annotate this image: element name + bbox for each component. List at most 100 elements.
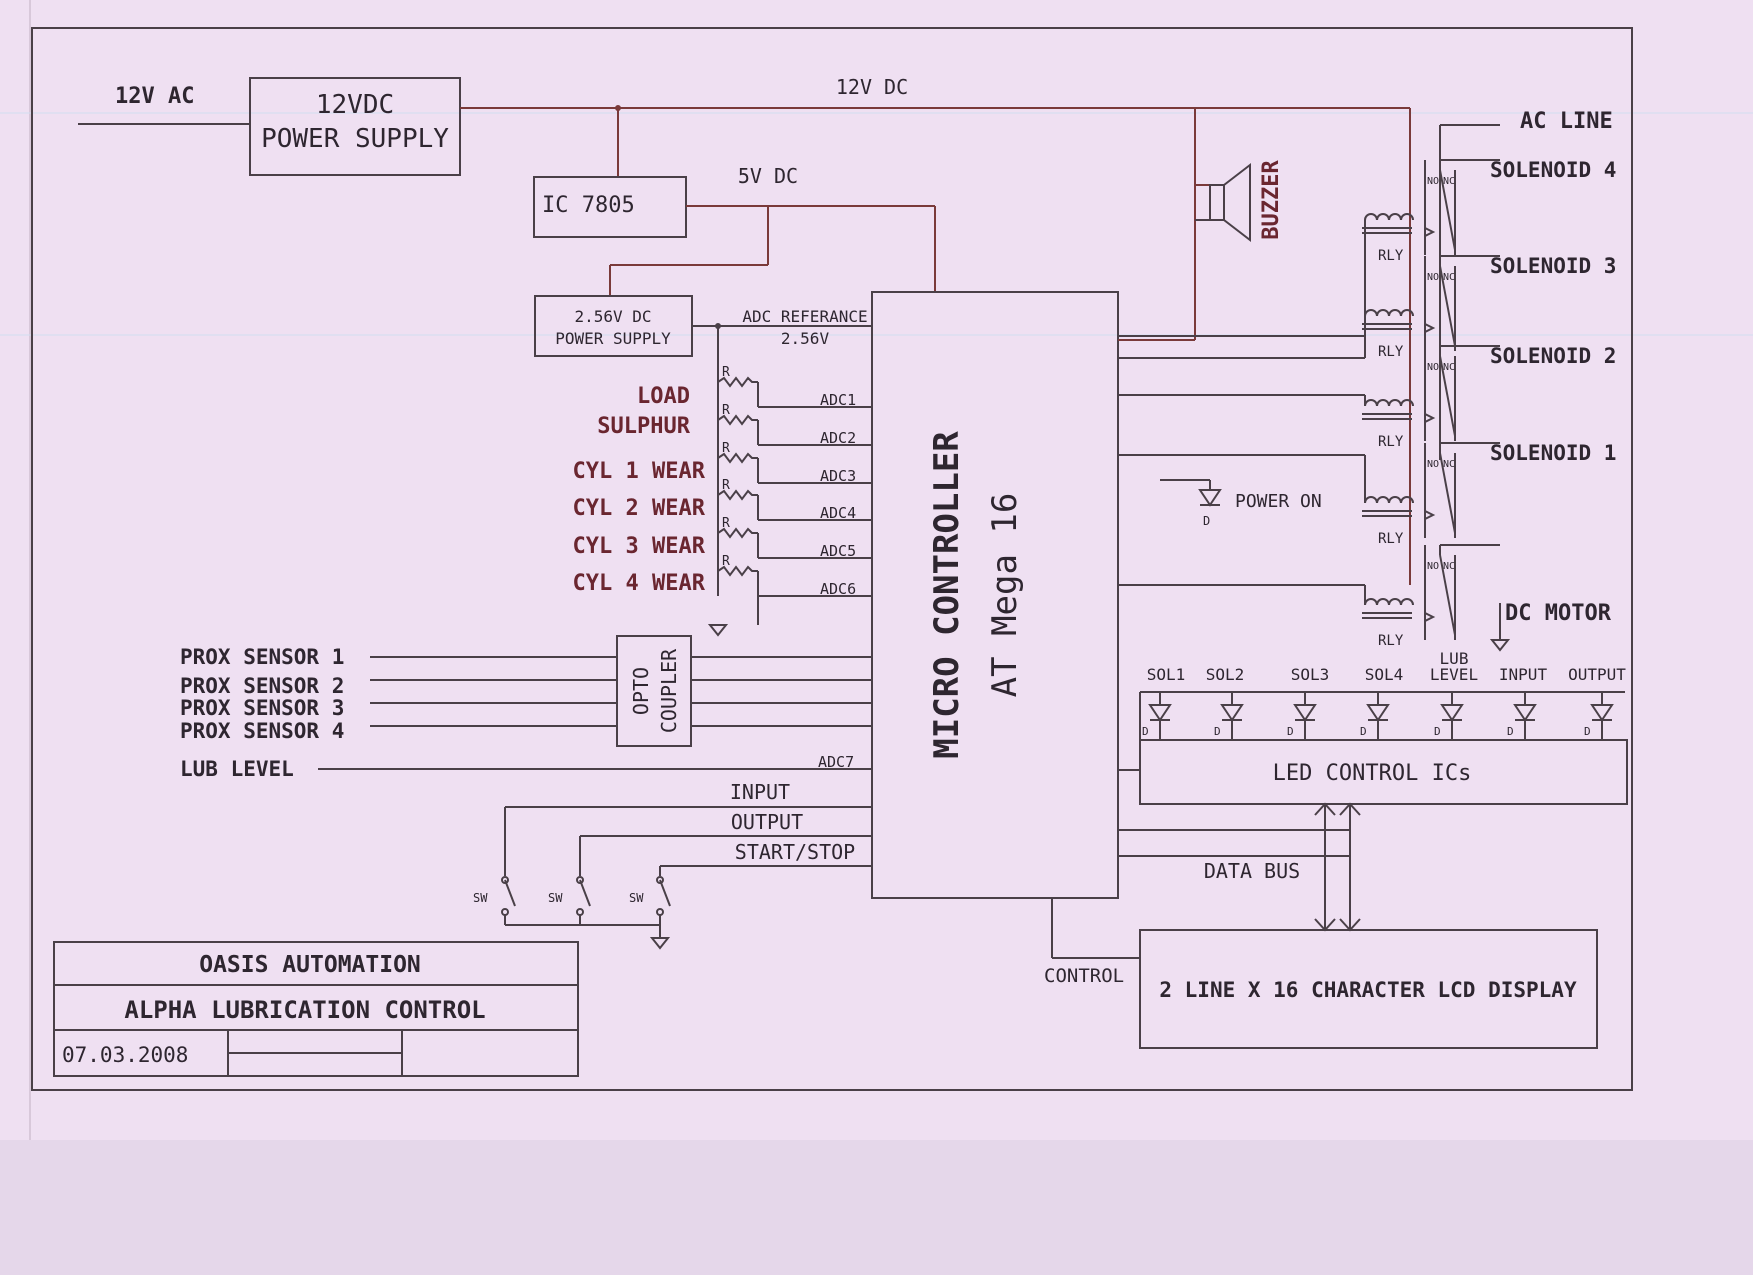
analog-label-5: CYL 3 WEAR [573, 534, 706, 559]
buzzer-label: BUZZER [1259, 160, 1284, 240]
led-label: SOL4 [1365, 665, 1404, 684]
contact-no-label: NO [1427, 561, 1439, 572]
adc6-label: ADC6 [820, 580, 856, 598]
relay-label: RLY [1378, 248, 1404, 264]
adc3-label: ADC3 [820, 467, 856, 485]
output-switch-label: OUTPUT [731, 810, 803, 834]
input-switch-label: INPUT [730, 780, 790, 804]
adc-ref-label1: ADC REFERANCE [742, 307, 867, 326]
analog-label-3: CYL 1 WEAR [573, 459, 706, 484]
rail-12v-label: 12V DC [836, 75, 908, 99]
lub-level-label: LUB LEVEL [180, 757, 294, 781]
relay-5: RLY NO NC [1118, 544, 1500, 649]
contact-no-label: NO [1427, 459, 1439, 470]
resistor-label: R [722, 441, 730, 456]
contact-no-label: NO [1427, 272, 1439, 283]
power-on-led: D [1198, 489, 1222, 528]
project-name: ALPHA LUBRICATION CONTROL [124, 996, 485, 1024]
resistor-label: R [722, 554, 730, 569]
sw1-label: SW [473, 891, 488, 905]
opto-label1: OPTO [629, 667, 653, 715]
led-label: SOL3 [1291, 665, 1330, 684]
led-diode-label: D [1360, 725, 1367, 738]
resistor-3: R [717, 441, 872, 484]
relay-label: RLY [1378, 434, 1404, 450]
relay-3: RLY NO NC SOLENOID 2 [1118, 344, 1616, 450]
start-stop-switch-label: START/STOP [735, 840, 855, 864]
regulator-label: IC 7805 [542, 193, 635, 218]
analog-label-2: SULPHUR [597, 414, 690, 439]
led-control-label: LED CONTROL ICs [1273, 761, 1472, 786]
solenoid-4-label: SOLENOID 4 [1490, 158, 1616, 182]
relay-label: RLY [1378, 531, 1404, 547]
led-label: OUTPUT [1568, 665, 1626, 684]
led-label: SOL1 [1147, 665, 1186, 684]
analog-label-6: CYL 4 WEAR [573, 571, 706, 596]
buzzer: BUZZER [1209, 160, 1284, 243]
data-bus-label: DATA BUS [1204, 859, 1300, 883]
led-label-lub: LUB [1440, 649, 1469, 668]
power-on-diode-label: D [1203, 514, 1210, 528]
adc1-label: ADC1 [820, 391, 856, 409]
led-diode-label: D [1434, 725, 1441, 738]
resistor-2: R [717, 403, 872, 446]
relay-1: RLY NO NC SOLENOID 4 [1118, 158, 1616, 337]
adc7-label: ADC7 [818, 753, 854, 771]
ac-input-label: 12V AC [115, 84, 194, 109]
resistor-label: R [722, 365, 730, 380]
led-diode-label: D [1142, 725, 1149, 738]
contact-nc-label: NC [1443, 362, 1455, 373]
contact-nc-label: NC [1443, 176, 1455, 187]
drawing-border [31, 27, 1633, 1091]
resistor-6: R [717, 554, 872, 597]
prox-sensor-4-label: PROX SENSOR 4 [180, 719, 344, 743]
adc4-label: ADC4 [820, 504, 856, 522]
analog-label-4: CYL 2 WEAR [573, 496, 706, 521]
switch-sw3: SW [629, 876, 671, 916]
resistor-label: R [722, 478, 730, 493]
lcd-display-label: 2 LINE X 16 CHARACTER LCD DISPLAY [1159, 978, 1577, 1002]
relay-label: RLY [1378, 344, 1404, 360]
relay-label: RLY [1378, 633, 1404, 649]
resistor-1: R [717, 365, 872, 408]
sw2-label: SW [548, 891, 563, 905]
status-led-3: D SOL3 [1287, 665, 1329, 740]
contact-nc-label: NC [1443, 561, 1455, 572]
prox-sensor-1-label: PROX SENSOR 1 [180, 645, 344, 669]
adc5-label: ADC5 [820, 542, 856, 560]
ref-psu-label1: 2.56V DC [574, 307, 651, 326]
opto-coupler-box [616, 635, 692, 747]
company-name: OASIS AUTOMATION [199, 952, 421, 978]
drawing-date: 07.03.2008 [62, 1043, 188, 1067]
contact-nc-label: NC [1443, 272, 1455, 283]
led-control-box [1139, 739, 1628, 805]
sw3-label: SW [629, 891, 644, 905]
led-label: LEVEL [1430, 665, 1478, 684]
paper-sheet [0, 0, 1753, 1140]
solenoid-2-label: SOLENOID 2 [1490, 344, 1616, 368]
analog-input-group: LOAD SULPHUR CYL 1 WEAR CYL 2 WEAR CYL 3… [573, 384, 706, 596]
led-diode-label: D [1507, 725, 1514, 738]
control-label: CONTROL [1044, 965, 1124, 987]
resistor-4: R [717, 478, 872, 521]
led-diode-label: D [1287, 725, 1294, 738]
psu-12v-label2: POWER SUPPLY [261, 124, 449, 154]
adc-ref-label2: 2.56V [781, 329, 830, 348]
prox-sensor-3-label: PROX SENSOR 3 [180, 696, 344, 720]
analog-label-1: LOAD [637, 384, 690, 409]
prox-sensor-2-label: PROX SENSOR 2 [180, 674, 344, 698]
status-led-1: D SOL1 [1142, 665, 1185, 740]
contact-no-label: NO [1427, 362, 1439, 373]
led-diode-label: D [1214, 725, 1221, 738]
status-led-4: D SOL4 [1360, 665, 1403, 740]
status-led-5: D LEVEL [1430, 665, 1478, 740]
motor-ground-symbol [1489, 639, 1511, 652]
contact-nc-label: NC [1443, 459, 1455, 470]
psu-12v-label1: 12VDC [316, 90, 394, 120]
mcu-model: AT Mega 16 [985, 493, 1025, 698]
